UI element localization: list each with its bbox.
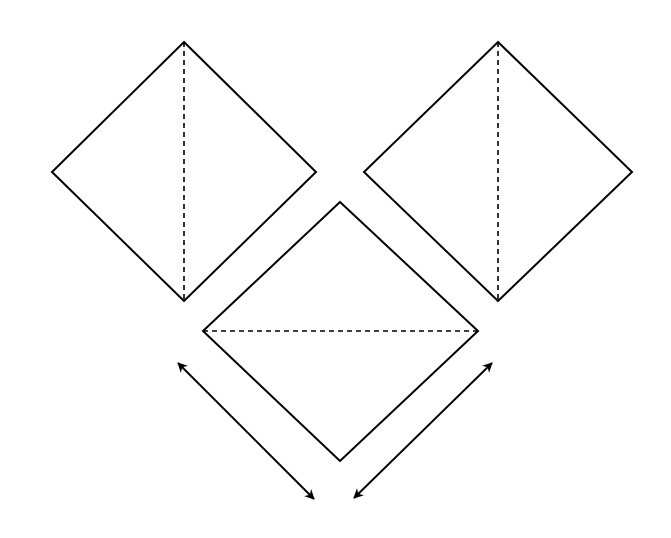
bottom-square bbox=[201, 200, 480, 463]
left-double-arrow-icon bbox=[177, 362, 315, 500]
left-square-outline bbox=[50, 40, 318, 303]
bottom-square-outline bbox=[201, 200, 480, 463]
right-square-outline bbox=[362, 40, 634, 303]
left-square bbox=[50, 40, 318, 303]
right-double-arrow-icon bbox=[353, 362, 493, 499]
right-square bbox=[362, 40, 634, 303]
